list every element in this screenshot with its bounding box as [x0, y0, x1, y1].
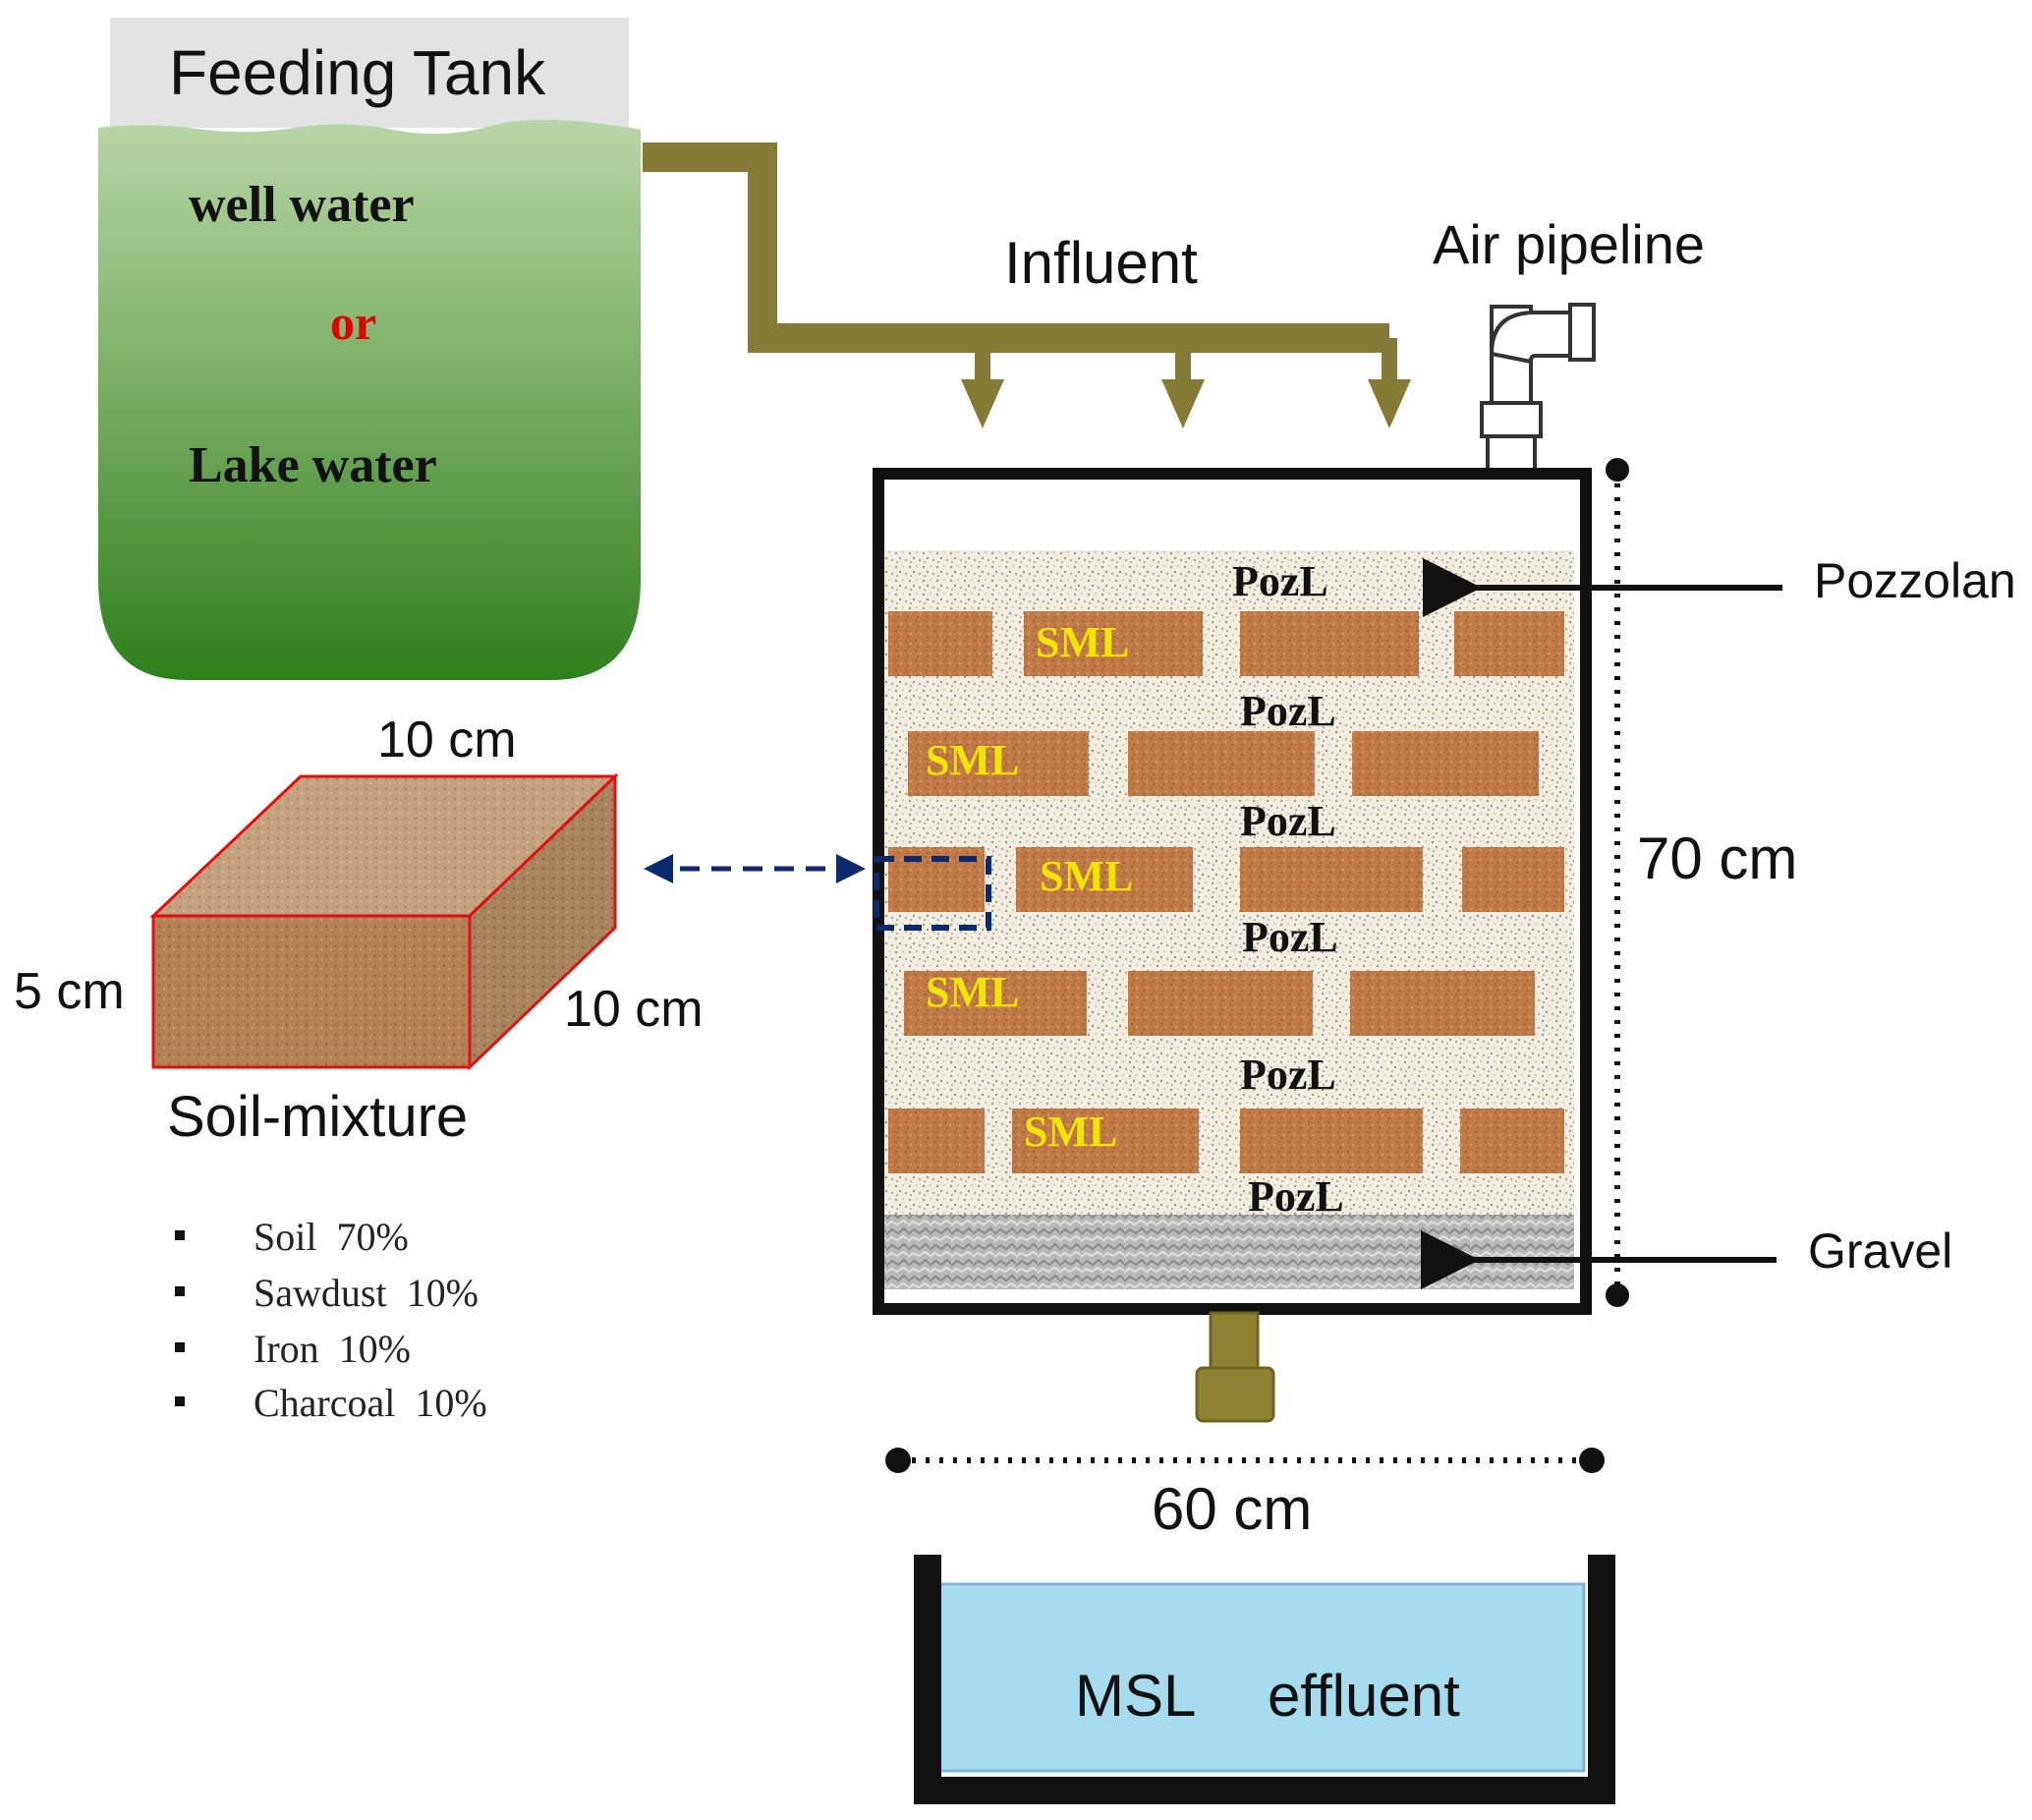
soil-mixture-block — [149, 772, 619, 1071]
soil-mixture-layer-5 — [888, 1109, 1564, 1173]
influent-pipe — [643, 142, 1397, 385]
filter-column: PozL PozL PozL PozL PozL PozL SML SML SM… — [873, 468, 1592, 1315]
outlet-pipe — [1195, 1311, 1275, 1423]
lake-water-label: Lake water — [189, 437, 437, 493]
soil-mixture-layer-4 — [904, 971, 1535, 1036]
composition-item: Charcoal 10% — [254, 1381, 487, 1425]
sml-block — [888, 1109, 985, 1173]
pozl-label: PozL — [1242, 913, 1338, 961]
sml-block — [1350, 971, 1535, 1036]
column-outline — [873, 468, 1592, 1315]
pozl-label: PozL — [1232, 557, 1328, 605]
soil-mixture-layer-3 — [888, 847, 1564, 912]
sml-block — [1352, 731, 1539, 796]
composition-item: Sawdust 10% — [254, 1271, 479, 1315]
sml-block — [888, 611, 992, 676]
effluent-basin: MSL effluent — [914, 1555, 1615, 1804]
gravel-layer — [884, 1215, 1574, 1289]
pozzolan-label: Pozzolan — [1814, 553, 2016, 608]
pozl-label: PozL — [1240, 687, 1336, 735]
influent-arrow-1 — [961, 379, 1004, 428]
effluent-label-msl: MSL — [1075, 1663, 1196, 1729]
soil-mixture-layer-1 — [888, 611, 1564, 676]
pozl-label: PozL — [1240, 797, 1336, 845]
bullet — [175, 1342, 185, 1352]
sml-label: SML — [926, 736, 1019, 784]
sml-block — [1012, 1109, 1199, 1173]
sml-block — [1240, 611, 1419, 676]
height-label: 70 cm — [1637, 825, 1797, 891]
basin-outline — [914, 1555, 1615, 1804]
width-dimension — [885, 1448, 1605, 1473]
sml-block — [1128, 731, 1315, 796]
sml-block — [1016, 847, 1193, 912]
or-label: or — [330, 295, 376, 350]
air-pipeline-label: Air pipeline — [1433, 213, 1705, 275]
pozl-label: PozL — [1240, 1051, 1336, 1099]
sml-label: SML — [926, 968, 1019, 1016]
sml-block — [1454, 611, 1564, 676]
sml-block — [1240, 847, 1423, 912]
height-dimension — [1606, 458, 1629, 1307]
composition-list: Soil 70% Sawdust 10% Iron 10% Charcoal 1… — [175, 1215, 487, 1425]
sml-label: SML — [1036, 618, 1129, 666]
influent-label: Influent — [1004, 230, 1198, 296]
bullet — [175, 1230, 185, 1240]
well-water-label: well water — [189, 177, 415, 233]
sml-block — [1128, 971, 1313, 1036]
composition-item: Soil 70% — [254, 1215, 409, 1259]
sml-block — [1024, 611, 1203, 676]
sml-block — [904, 971, 1087, 1036]
bullet — [175, 1396, 185, 1406]
block-top-dimension: 10 cm — [377, 711, 517, 768]
composition-item: Iron 10% — [254, 1327, 411, 1371]
block-height-dimension: 5 cm — [14, 963, 125, 1020]
sml-label: SML — [1024, 1108, 1117, 1156]
influent-arrow-2 — [1161, 379, 1205, 428]
air-pipeline-fitting — [1480, 303, 1596, 476]
bullet — [175, 1286, 185, 1296]
feeding-tank-water — [98, 119, 641, 680]
soil-mixture-title: Soil-mixture — [167, 1085, 468, 1149]
sml-label: SML — [1040, 852, 1133, 900]
feeding-tank-title: Feeding Tank — [169, 37, 546, 108]
soil-mixture-layer-2 — [908, 731, 1539, 796]
sml-block — [908, 731, 1089, 796]
sml-block — [1240, 1109, 1423, 1173]
sml-block — [1462, 847, 1564, 912]
sml-block — [1460, 1109, 1564, 1173]
influent-arrows — [961, 379, 1411, 428]
effluent-label-effluent: effluent — [1268, 1663, 1460, 1729]
pozl-label: PozL — [1248, 1172, 1344, 1221]
influent-arrow-3 — [1368, 379, 1411, 428]
effluent-water — [937, 1582, 1586, 1773]
sample-block-highlight — [874, 856, 991, 931]
width-label: 60 cm — [1152, 1476, 1312, 1542]
block-side-dimension: 10 cm — [564, 981, 704, 1038]
block-front-face — [151, 914, 472, 1069]
gravel-label: Gravel — [1808, 1223, 1952, 1279]
feeding-tank: Feeding Tank well water or Lake water — [98, 18, 641, 680]
feeding-tank-header — [110, 18, 629, 128]
